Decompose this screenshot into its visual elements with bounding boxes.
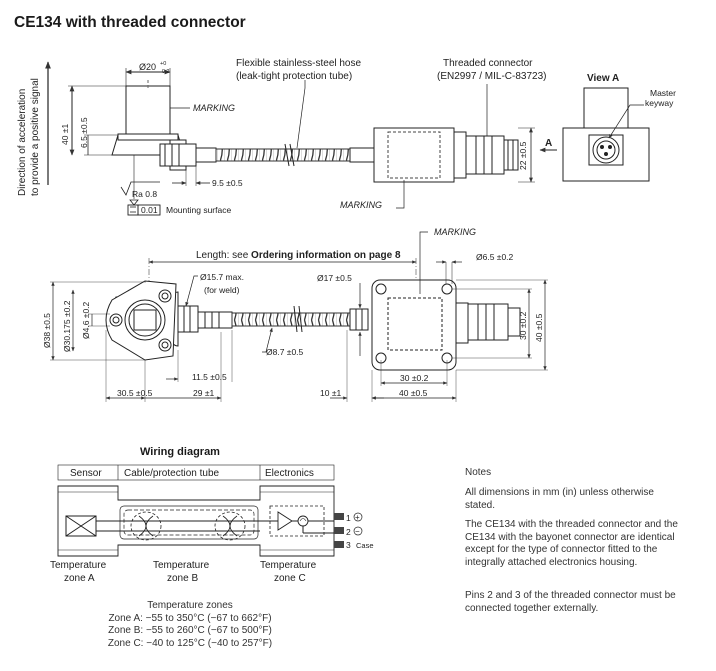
- zone-a-line2: zone A: [64, 573, 95, 584]
- dim-29: 29 ±1: [193, 388, 214, 398]
- dim-40-h: 40 ±0.5: [399, 388, 428, 398]
- note-1: All dimensions in mm (in) unless otherwi…: [465, 487, 654, 511]
- page-title: CE134 with threaded connector: [14, 14, 246, 31]
- pin-1-polarity: +: [355, 513, 360, 522]
- note-2: The CE134 with the threaded connector an…: [465, 519, 678, 568]
- dim-8-7: Ø8.7 ±0.5: [266, 347, 304, 357]
- threaded-connector-side: [465, 135, 505, 175]
- marking-label-plan: MARKING: [434, 227, 476, 237]
- dim-15-7-line2: (for weld): [204, 285, 240, 295]
- dim-6-5: 6.5 ±0.5: [79, 117, 89, 148]
- ra-label: Ra 0.8: [132, 189, 157, 199]
- connector-label-line2: (EN2997 / MIL-C-83723): [437, 71, 547, 82]
- dim-17: Ø17 ±0.5: [317, 273, 352, 283]
- note-3: Pins 2 and 3 of the threaded connector m…: [465, 590, 676, 614]
- view-a-top: [583, 87, 629, 129]
- dim-9-5: 9.5 ±0.5: [212, 178, 243, 188]
- dim-diameter-tol-lower: -0.2: [160, 69, 169, 75]
- mounting-surface-label: Mounting surface: [166, 205, 231, 215]
- plan-view: Length: see Ordering information on page…: [42, 227, 548, 402]
- zone-b-line2: zone B: [167, 573, 198, 584]
- amplifier-symbol: [277, 511, 293, 531]
- zone-c-line2: zone C: [274, 573, 306, 584]
- dim-15-7-line1: Ø15.7 max.: [200, 272, 244, 282]
- pin-1: [334, 513, 344, 520]
- view-a-letter: A: [545, 138, 552, 149]
- length-label-prefix: Length: see: [196, 250, 251, 261]
- zone-b-line1: Temperature: [153, 560, 210, 571]
- cable-twist-2: [214, 511, 246, 541]
- case-label: Case: [356, 541, 374, 550]
- cable-twist-1: [130, 511, 162, 541]
- pin-2-label: 2: [346, 527, 351, 537]
- sensor-element-symbol: [65, 515, 97, 537]
- master-keyway-line1: Master: [650, 88, 676, 98]
- zone-c-line1: Temperature: [260, 560, 317, 571]
- dim-30-5: 30.5 ±0.5: [117, 388, 153, 398]
- wiring-diagram-title: Wiring diagram: [140, 446, 220, 458]
- dim-22: 22 ±0.5: [518, 141, 528, 170]
- zone-a-line1: Temperature: [50, 560, 107, 571]
- wiring-outline: [57, 485, 335, 557]
- sensor-body: [125, 85, 171, 135]
- flatness-value: 0.01: [141, 205, 158, 215]
- dim-30-v: 30 ±0.2: [518, 311, 528, 340]
- marking-label-housing: MARKING: [340, 200, 382, 210]
- length-label-ref: Ordering information on page 8: [251, 250, 401, 261]
- side-view: Direction of acceleration to provide a p…: [17, 58, 676, 216]
- pin-2-polarity: −: [355, 527, 360, 536]
- wiring-diagram: Sensor Cable/protection tube Electronics: [50, 464, 374, 584]
- dim-4-6: Ø4.6 ±0.2: [81, 301, 91, 339]
- marking-label-top: MARKING: [193, 103, 235, 113]
- dim-11-5: 11.5 ±0.5: [192, 372, 227, 382]
- pin-1-polarity-circle: [353, 512, 363, 522]
- dim-40: 40 ±1: [60, 124, 70, 145]
- zone-a-range: Zone A: −55 to 350°C (−67 to 662°F): [108, 612, 272, 624]
- section-cable: Cable/protection tube: [124, 468, 220, 479]
- pin-1-label: 1: [346, 513, 351, 523]
- hose-label-line2: (leak-tight protection tube): [236, 71, 352, 82]
- section-electronics: Electronics: [265, 468, 314, 479]
- accel-direction-line1: Direction of acceleration: [17, 89, 28, 196]
- pin-2: [334, 527, 344, 534]
- dim-40-v: 40 ±0.5: [534, 313, 544, 342]
- dim-diameter-20: Ø20: [139, 62, 156, 72]
- dim-30-175: Ø30.175 ±0.2: [62, 300, 72, 352]
- length-label: Length: see Ordering information on page…: [196, 250, 401, 261]
- electronics-housing-side: [373, 127, 455, 183]
- hose-plan: [231, 312, 351, 327]
- hose-label-line1: Flexible stainless-steel hose: [236, 58, 361, 69]
- dim-10: 10 ±1: [320, 388, 341, 398]
- section-sensor: Sensor: [70, 468, 102, 479]
- master-keyway-line2: keyway: [645, 98, 674, 108]
- current-source-symbol: [297, 515, 309, 527]
- dim-diameter-tol-upper: +0: [160, 61, 166, 67]
- zone-c-range: Zone C: −40 to 125°C (−40 to 257°F): [107, 637, 273, 649]
- threaded-connector-plan: [467, 303, 509, 341]
- pin-3-label: 3: [346, 540, 351, 550]
- pin-3: [334, 541, 344, 548]
- dim-38: Ø38 ±0.5: [42, 313, 52, 348]
- dim-30-h: 30 ±0.2: [400, 373, 429, 383]
- temperature-zones-title: Temperature zones: [147, 600, 233, 611]
- accel-direction-line2: to provide a positive signal: [30, 78, 41, 196]
- connector-label-line1: Threaded connector: [443, 58, 533, 69]
- pin-2-polarity-circle: [353, 526, 363, 536]
- view-a-title: View A: [587, 73, 619, 84]
- temperature-zones: Temperature zones Zone A: −55 to 350°C (…: [85, 600, 295, 650]
- notes-heading: Notes: [465, 467, 492, 478]
- zone-b-range: Zone B: −55 to 260°C (−67 to 500°F): [108, 625, 272, 636]
- dim-6-5-plan: Ø6.5 ±0.2: [476, 252, 514, 262]
